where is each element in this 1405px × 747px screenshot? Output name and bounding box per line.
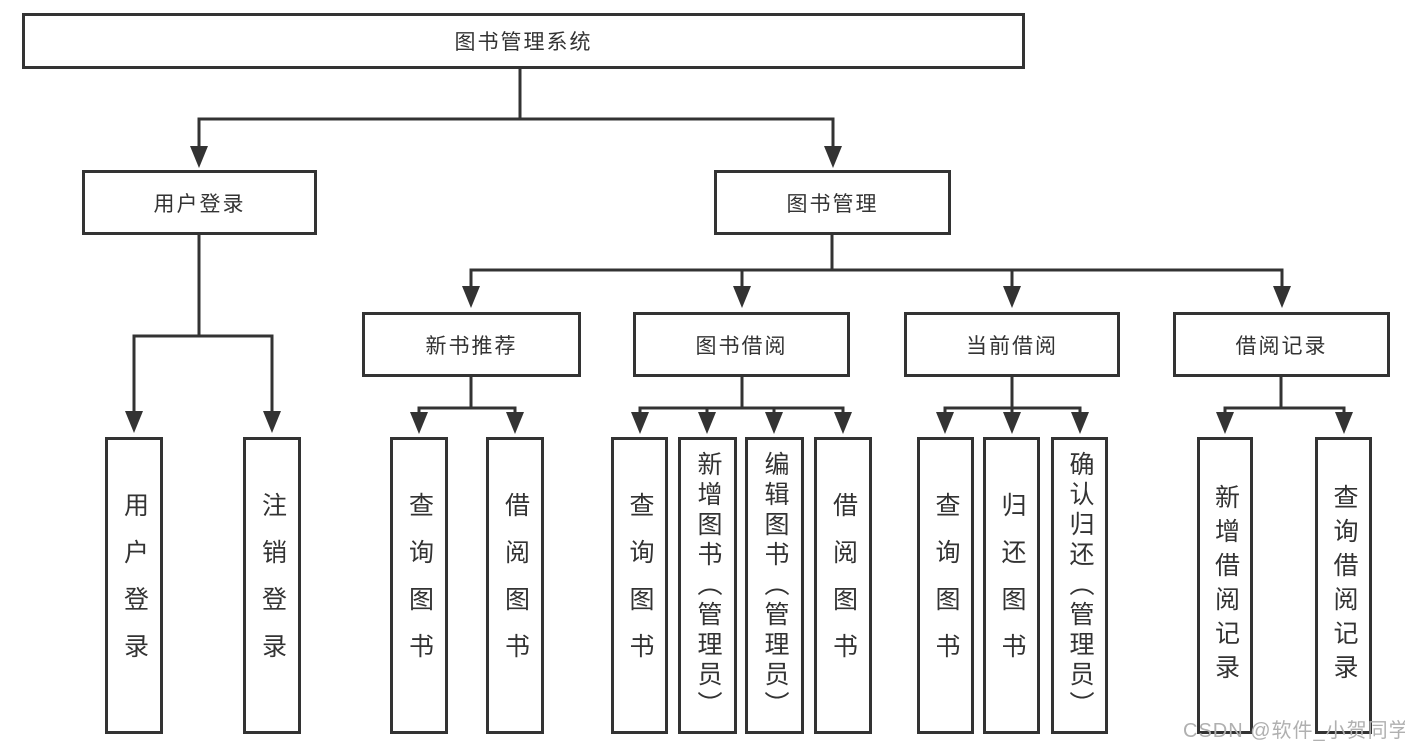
leaf-return-book: 归还图书 <box>983 437 1040 734</box>
arrowheads <box>125 146 1353 434</box>
csdn-watermark: CSDN @软件_小贺同学 <box>1183 720 1405 742</box>
leaf-logout: 注销登录 <box>243 437 301 734</box>
leaf-query-book-recommend: 查询图书 <box>390 437 448 734</box>
leaf-query-book-recommend-label: 查询图书 <box>405 491 434 680</box>
node-borrow-records: 借阅记录 <box>1173 312 1390 377</box>
leaf-add-borrow-record-label: 新增借阅记录 <box>1211 483 1240 688</box>
node-root: 图书管理系统 <box>22 13 1025 69</box>
leaf-query-book-borrow-label: 查询图书 <box>626 491 654 680</box>
leaf-add-book-admin: 新增图书（管理员） <box>678 437 737 734</box>
leaf-query-borrow-record: 查询借阅记录 <box>1315 437 1372 734</box>
node-book-borrow-label: 图书借阅 <box>695 334 788 358</box>
node-user-login: 用户登录 <box>82 170 317 235</box>
leaf-query-book-current-label: 查询图书 <box>932 491 960 680</box>
node-borrow-records-label: 借阅记录 <box>1235 334 1328 358</box>
node-book-management-label: 图书管理 <box>786 192 879 216</box>
leaf-return-book-label: 归还图书 <box>998 491 1026 680</box>
leaf-edit-book-admin: 编辑图书（管理员） <box>745 437 804 734</box>
leaf-edit-book-admin-label: 编辑图书（管理员） <box>761 450 789 721</box>
leaf-borrow-book-recommend: 借阅图书 <box>486 437 544 734</box>
leaf-borrow-book-recommend-label: 借阅图书 <box>501 491 530 680</box>
leaf-user-login: 用户登录 <box>105 437 163 734</box>
node-book-management: 图书管理 <box>714 170 951 235</box>
leaf-query-book-borrow: 查询图书 <box>611 437 668 734</box>
leaf-confirm-return-admin: 确认归还（管理员） <box>1051 437 1108 734</box>
leaf-logout-label: 注销登录 <box>258 491 287 680</box>
node-current-borrow: 当前借阅 <box>904 312 1120 377</box>
node-new-book-recommend: 新书推荐 <box>362 312 581 377</box>
leaf-borrow-book: 借阅图书 <box>814 437 872 734</box>
node-book-borrow: 图书借阅 <box>633 312 850 377</box>
node-root-label: 图书管理系统 <box>454 31 593 54</box>
leaf-user-login-label: 用户登录 <box>120 491 149 680</box>
leaf-borrow-book-label: 借阅图书 <box>829 491 858 680</box>
node-new-book-recommend-label: 新书推荐 <box>425 334 518 358</box>
leaf-add-book-admin-label: 新增图书（管理员） <box>694 450 722 721</box>
node-current-borrow-label: 当前借阅 <box>966 334 1058 358</box>
node-user-login-label: 用户登录 <box>153 192 246 216</box>
leaf-confirm-return-admin-label: 确认归还（管理员） <box>1066 450 1094 721</box>
leaf-query-borrow-record-label: 查询借阅记录 <box>1330 483 1358 688</box>
leaf-add-borrow-record: 新增借阅记录 <box>1197 437 1253 734</box>
leaf-query-book-current: 查询图书 <box>917 437 974 734</box>
